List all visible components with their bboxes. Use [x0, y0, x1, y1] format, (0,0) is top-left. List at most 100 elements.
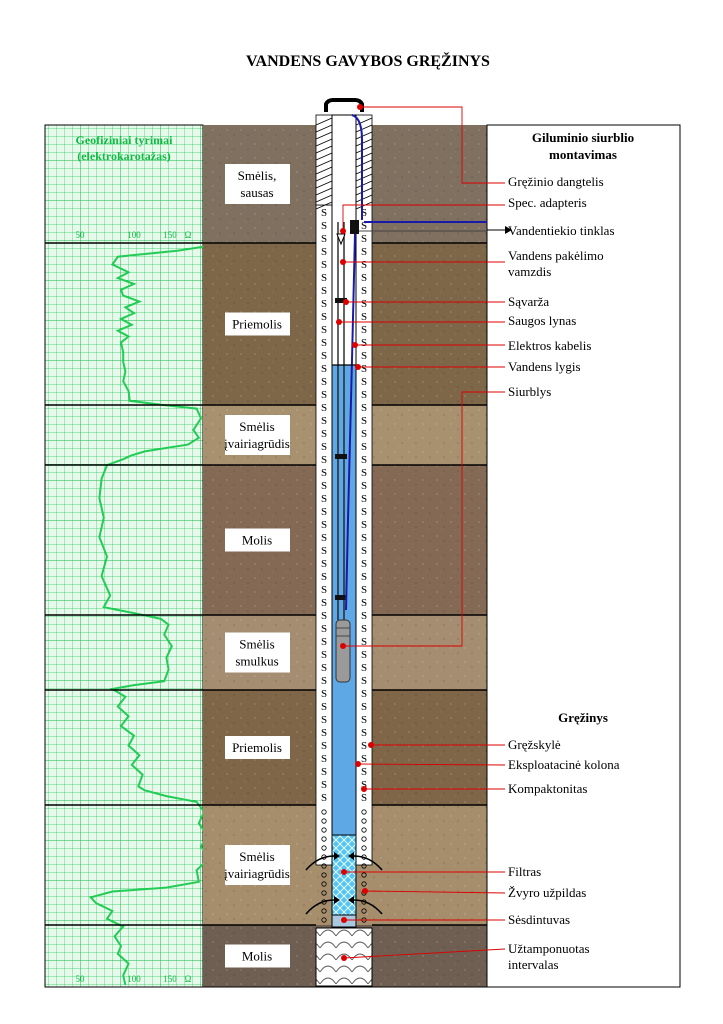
casing-symbol: S	[321, 324, 327, 336]
pump-component-label: Vandens lygis	[508, 359, 581, 374]
casing-symbol: S	[321, 753, 327, 765]
casing-symbol: S	[361, 662, 367, 674]
casing-symbol: S	[321, 519, 327, 531]
well-component-label: Žvyro užpildas	[508, 885, 586, 900]
casing-symbol: S	[321, 415, 327, 427]
scale-tick-label: 50	[76, 230, 86, 240]
casing-symbol: S	[361, 727, 367, 739]
casing-symbol: S	[361, 363, 367, 375]
casing-symbol: S	[361, 493, 367, 505]
scale-tick-label: 150	[163, 974, 177, 984]
casing-symbol: S	[321, 233, 327, 245]
casing-symbol: S	[321, 350, 327, 362]
info-panel	[486, 124, 681, 988]
soil-layer-label: Smėlis,	[238, 168, 277, 183]
well-component-label: Gręžskylė	[508, 737, 561, 752]
geophysics-title-line1: Geofiziniai tyrimai	[76, 133, 174, 147]
pump-component-label: Sąvarža	[508, 294, 549, 309]
casing-symbol: S	[321, 701, 327, 713]
pump-heading-line1: Giluminio siurblio	[532, 130, 634, 145]
pump-component-label: vamzdis	[508, 264, 551, 279]
casing-symbol: S	[321, 493, 327, 505]
casing-symbol: S	[361, 337, 367, 349]
pump	[335, 619, 351, 683]
soil-layer-label: Molis	[242, 533, 272, 548]
pump-component-label: Saugos lynas	[508, 313, 576, 328]
well-component-label: Užtamponuotas	[508, 941, 590, 956]
casing-symbol: S	[361, 558, 367, 570]
casing-symbol: S	[321, 766, 327, 778]
pump-component-label: Elektros kabelis	[508, 338, 591, 353]
casing-symbol: S	[361, 753, 367, 765]
casing-symbol: S	[321, 376, 327, 388]
casing-symbol: S	[321, 688, 327, 700]
casing-symbol: S	[361, 272, 367, 284]
scale-tick-label: 150	[163, 230, 177, 240]
scale-tick-label: 50	[76, 974, 86, 984]
casing-symbol: S	[361, 415, 367, 427]
casing-symbol: S	[361, 519, 367, 531]
well-component-label: Eksploatacinė kolona	[508, 757, 620, 772]
diagram-title: VANDENS GAVYBOS GRĘŽINYS	[246, 51, 490, 70]
casing-symbol: S	[361, 324, 367, 336]
pump-component-label: Gręžinio dangtelis	[508, 174, 604, 189]
soil-layer-label: įvairiagrūdis	[224, 436, 290, 451]
soil-layer-label: įvairiagrūdis	[224, 866, 290, 881]
casing-symbol: S	[321, 636, 327, 648]
casing-symbol: S	[361, 714, 367, 726]
casing-symbol: S	[321, 480, 327, 492]
scale-tick-label: Ω	[185, 230, 192, 240]
soil-layer-label: Smėlis	[239, 637, 274, 652]
casing-symbol: S	[321, 298, 327, 310]
casing-symbol: S	[321, 363, 327, 375]
casing-symbol: S	[361, 454, 367, 466]
casing-symbol: S	[321, 220, 327, 232]
casing-symbol: S	[321, 584, 327, 596]
pump-component-label: Vandentiekio tinklas	[508, 223, 615, 238]
casing-symbol: S	[361, 701, 367, 713]
casing-symbol: S	[361, 779, 367, 791]
well-component-label: Kompaktonitas	[508, 781, 587, 796]
casing-symbol: S	[361, 584, 367, 596]
casing-symbol: S	[321, 727, 327, 739]
casing-symbol: S	[321, 571, 327, 583]
casing-symbol: S	[361, 675, 367, 687]
casing-symbol: S	[321, 740, 327, 752]
casing-symbol: S	[321, 506, 327, 518]
scale-tick-label: Ω	[185, 974, 192, 984]
casing-symbol: S	[361, 792, 367, 804]
casing-symbol: S	[361, 402, 367, 414]
casing-symbol: S	[361, 636, 367, 648]
casing-symbol: S	[361, 207, 367, 219]
casing-symbol: S	[361, 233, 367, 245]
casing-symbol: S	[321, 779, 327, 791]
casing-symbol: S	[361, 597, 367, 609]
well-component-label: Sėsdintuvas	[508, 912, 570, 927]
casing-symbol: S	[321, 675, 327, 687]
casing-symbol: S	[361, 740, 367, 752]
casing-symbol: S	[361, 350, 367, 362]
scale-tick-label: 100	[127, 230, 141, 240]
casing-symbol: S	[361, 545, 367, 557]
casing-symbol: S	[321, 285, 327, 297]
scale-tick-label: 100	[127, 974, 141, 984]
pump-component-label: Spec. adapteris	[508, 195, 587, 210]
scale-ticks-top: 50 100 150 Ω	[76, 230, 192, 240]
casing-symbol: S	[361, 506, 367, 518]
casing-symbol: S	[321, 545, 327, 557]
casing-symbol: S	[321, 441, 327, 453]
pump-heading-line2: montavimas	[549, 147, 617, 162]
soil-layer-label: Smėlis	[239, 849, 274, 864]
casing-symbol: S	[361, 285, 367, 297]
casing-symbol: S	[321, 792, 327, 804]
resistivity-curve	[88, 244, 216, 986]
soil-layer-label: Molis	[242, 949, 272, 964]
soil-layer-label: sausas	[240, 185, 273, 200]
casing-symbol: S	[361, 766, 367, 778]
casing-symbol: S	[321, 389, 327, 401]
casing-symbol: S	[361, 428, 367, 440]
casing-symbol: S	[321, 467, 327, 479]
casing-symbol: S	[361, 532, 367, 544]
